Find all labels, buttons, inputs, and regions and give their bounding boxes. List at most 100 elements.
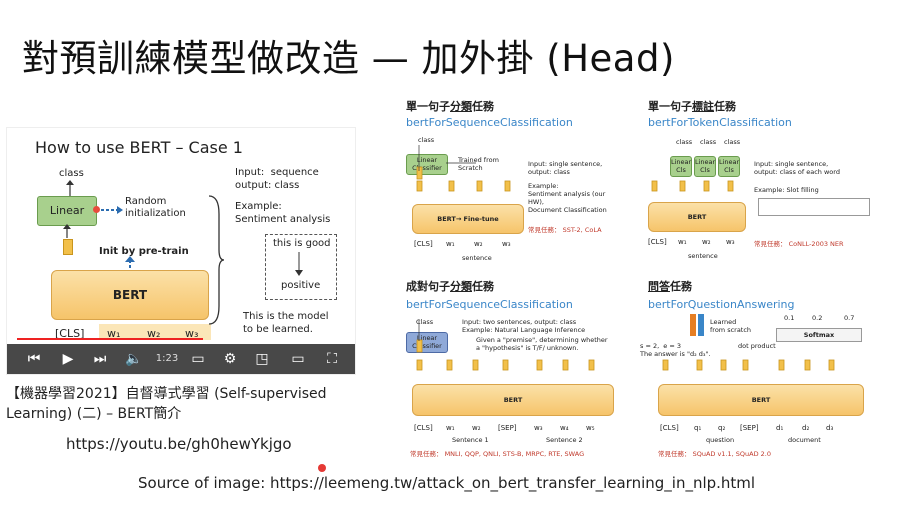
video-class-label: class: [59, 168, 84, 179]
init-pretrain-label: Init by pre-train: [99, 246, 189, 257]
video-token: w₂: [147, 327, 161, 340]
video-bert-box: BERT: [51, 270, 209, 320]
panel-class: class: [676, 138, 693, 146]
panel-example: Example: Slot filling: [754, 186, 819, 194]
panel-token: w₃: [534, 424, 543, 432]
panel-api: bertForSequenceClassification: [406, 298, 573, 311]
dashed-arrow-icon: [101, 206, 123, 214]
panel-token: q₂: [718, 424, 726, 432]
play-icon[interactable]: ▶: [62, 351, 74, 367]
panel-question-answering: 問答任務 bertForQuestionAnswering Learned fr…: [640, 278, 890, 458]
next-icon[interactable]: ⏭: [93, 351, 107, 367]
model-note: This is the model to be learned.: [243, 311, 329, 335]
slide-title: 對預訓練模型做改造 — 加外掛 (Head): [22, 37, 675, 80]
video-control-bar: ⏮ ▶ ⏭ 🔈 1:23 ▭ ⚙ ◳ ▭ ⛶: [7, 344, 355, 374]
image-source: Source of image: https://leemeng.tw/atta…: [138, 474, 756, 492]
video-token: w₁: [107, 327, 121, 340]
cls-vector: [63, 239, 73, 255]
video-example-text: Example: Sentiment analysis: [235, 201, 331, 225]
panel-head: Linear Cls: [718, 156, 740, 177]
random-dot-icon: [93, 206, 100, 213]
panel-class: class: [700, 138, 717, 146]
video-timestamp: 1:23: [155, 353, 179, 364]
panel-token: w₂: [472, 424, 481, 432]
video-token: w₃: [185, 327, 199, 340]
panel-desc: Input: two sentences, output: class Exam…: [462, 318, 586, 334]
panel-token: d₂: [802, 424, 810, 432]
video-heading: How to use BERT – Case 1: [35, 138, 243, 157]
panel-trained: Trained from Scratch: [458, 156, 499, 172]
panel-axis: sentence: [462, 254, 492, 262]
panel-class: Class: [416, 318, 434, 326]
panel-api: bertForTokenClassification: [648, 116, 792, 129]
panel-axis: Sentence 1: [452, 436, 489, 444]
panel-bert: BERT: [658, 384, 864, 416]
panel-title: 單一句子標註任務: [648, 100, 736, 113]
panel-head: Linear Classifier: [406, 332, 448, 353]
this-is-good: this is good: [273, 238, 331, 249]
panel-learned: Learned from scratch: [710, 318, 752, 334]
panel-token: w₃: [502, 240, 511, 248]
video-input-text: Input: sequence output: class: [235, 167, 319, 191]
panel-tasks: 常見任務： SQuAD v1.1, SQuAD 2.0: [658, 450, 771, 458]
fullscreen-icon[interactable]: ⛶: [327, 351, 337, 367]
panel-single-sentence-classification: 單一句子分類任務 bertForSequenceClassification c…: [406, 98, 636, 268]
panel-token: w₄: [560, 424, 569, 432]
video-link[interactable]: https://youtu.be/gh0hewYkjgo: [66, 435, 292, 453]
panel-bert: BERT→ Fine-tune: [412, 204, 524, 234]
prev-icon[interactable]: ⏮: [27, 351, 41, 367]
brace-icon: [208, 195, 225, 325]
panel-sentence-pair-classification: 成對句子分類任務 bertForSequenceClassification C…: [406, 278, 642, 458]
video-player[interactable]: How to use BERT – Case 1 class Linear Ra…: [6, 127, 356, 375]
panel-desc: Input: single sentence, output: class: [528, 160, 603, 176]
cursor-dot: [318, 464, 326, 472]
panel-softmax: Softmax: [776, 328, 862, 342]
panel-token: d₁: [776, 424, 784, 432]
panel-premise: Given a "premise", determining whether a…: [476, 336, 608, 352]
settings-icon[interactable]: ⚙: [223, 351, 237, 367]
panel-token: [CLS]: [648, 238, 667, 246]
panel-axis: question: [706, 436, 735, 444]
panel-token: w₃: [726, 238, 735, 246]
theater-icon[interactable]: ▭: [291, 351, 305, 367]
panel-token: w₁: [446, 424, 455, 432]
panel-dot: dot product: [738, 342, 776, 350]
slot-filling-example: [758, 198, 870, 216]
panel-single-sentence-tagging: 單一句子標註任務 bertForTokenClassification clas…: [648, 98, 888, 268]
panel-token: [CLS]: [660, 424, 679, 432]
panel-axis: sentence: [688, 252, 718, 260]
panel-token: q₁: [694, 424, 702, 432]
panel-desc: Input: single sentence, output: class of…: [754, 160, 840, 176]
volume-icon[interactable]: 🔈: [125, 351, 143, 367]
panel-prob: 0.7: [844, 314, 855, 322]
panel-head: Linear Cls: [670, 156, 692, 177]
down-arrow-icon: [295, 252, 303, 276]
panel-token: w₂: [702, 238, 711, 246]
video-progress-played[interactable]: [17, 338, 203, 340]
panel-example: Example: Sentiment analysis (our HW), Do…: [528, 182, 607, 214]
panel-api: bertForSequenceClassification: [406, 116, 573, 129]
panel-class: class: [724, 138, 741, 146]
panel-token: w₁: [446, 240, 455, 248]
panel-tasks: 常見任務： CoNLL-2003 NER: [754, 240, 844, 248]
miniplayer-icon[interactable]: ◳: [255, 351, 269, 367]
panel-token: w₅: [586, 424, 595, 432]
panel-token: [SEP]: [498, 424, 517, 432]
panel-head: Linear Cls: [694, 156, 716, 177]
panel-token: [CLS]: [414, 240, 433, 248]
video-linear-box: Linear: [37, 196, 97, 226]
positive-label: positive: [281, 280, 321, 291]
up-arrow-icon: [63, 224, 71, 238]
panel-tasks: 常見任務： MNLI, QQP, QNLI, STS-B, MRPC, RTE,…: [410, 450, 585, 458]
end-vector: [698, 314, 704, 336]
example-box: [265, 234, 337, 300]
subtitles-icon[interactable]: ▭: [191, 351, 205, 367]
panel-token: d₃: [826, 424, 834, 432]
panel-head: Linear Classifier: [406, 154, 448, 175]
video-token: [CLS]: [55, 327, 85, 340]
panel-tasks: 常見任務： SST-2, CoLA: [528, 226, 602, 234]
panel-title: 成對句子分類任務: [406, 280, 494, 293]
panel-title: 問答任務: [648, 280, 692, 293]
panel-prob: 0.2: [812, 314, 823, 322]
panel-token: [CLS]: [414, 424, 433, 432]
